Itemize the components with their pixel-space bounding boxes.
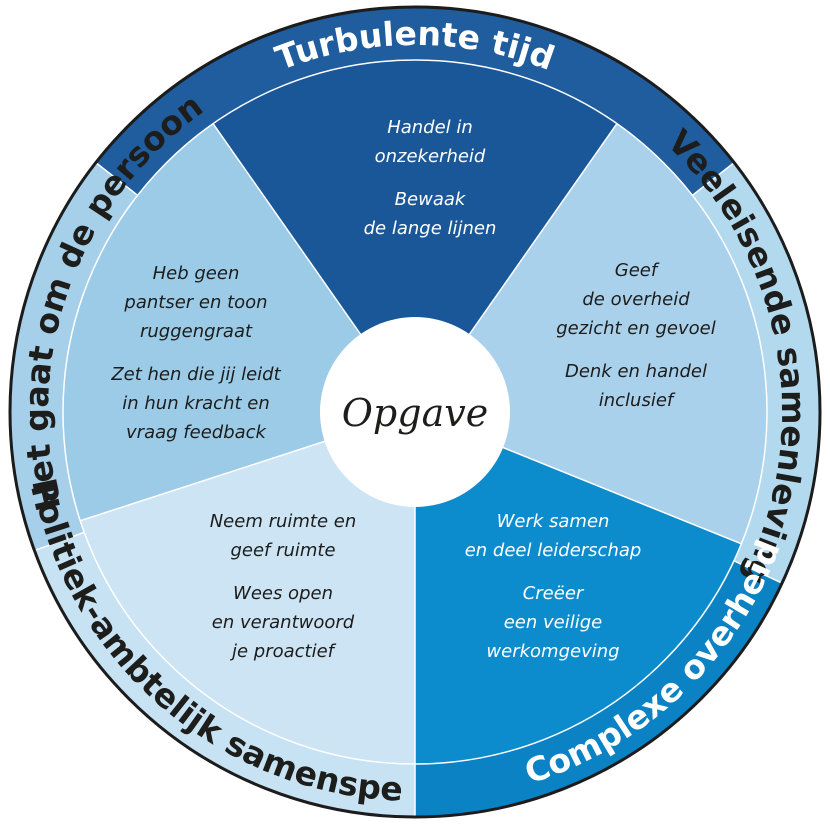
segment-text-line: inclusief <box>599 390 676 411</box>
segment-text-line: Geef <box>615 260 660 281</box>
inner-sector-top <box>213 59 617 412</box>
segment-text-line: en deel leiderschap <box>465 540 642 561</box>
outer-sector-left <box>10 163 138 551</box>
wheel-outline <box>8 5 822 819</box>
segment-text-line: een veilige <box>504 612 603 633</box>
segment-text-line: pantser en toon <box>123 292 267 313</box>
segment-text-line: Heb geen <box>153 263 240 284</box>
segment-text-line: Bewaak <box>395 189 467 210</box>
segment-text-line: de overheid <box>582 289 690 310</box>
segment-text-line: Neem ruimte en <box>210 511 357 532</box>
segment-text-line: Zet hen die jij leidt <box>110 364 281 385</box>
segment-text-line: geef ruimte <box>230 540 335 561</box>
inner-sector-bottom-left <box>80 412 416 764</box>
segment-text-line: Wees open <box>233 583 333 604</box>
outer-sector-right <box>692 163 820 583</box>
center-label: Opgave <box>342 391 488 435</box>
inner-sector-bottom-right <box>415 412 742 764</box>
outer-ring <box>10 8 820 816</box>
segment-text-line: onzekerheid <box>375 146 486 167</box>
segment-text-line: gezicht en gevoel <box>556 318 715 339</box>
center-circle <box>320 317 510 507</box>
separator-line <box>35 531 85 551</box>
segment-text-line: werkomgeving <box>486 641 619 662</box>
segment-text-line: Werk samen <box>497 511 610 532</box>
segment-text-line: in hun kracht en <box>122 393 270 414</box>
separator-line <box>96 162 139 196</box>
segment-text-line: de lange lijnen <box>364 218 497 239</box>
separator-line <box>733 560 782 584</box>
segment-text-line: Creëer <box>523 583 585 604</box>
segment-text-line: je proactief <box>229 641 337 662</box>
ring-divider <box>62 59 768 765</box>
segment-text-line: vraag feedback <box>126 422 268 443</box>
segment-text-line: Handel in <box>387 117 473 138</box>
segment-text-line: ruggengraat <box>140 321 253 342</box>
segment-text-line: Denk en handel <box>565 361 707 382</box>
outer-sector-bottom-left <box>35 532 415 816</box>
separator-line <box>691 162 734 196</box>
segment-text-line: en verantwoord <box>212 612 355 633</box>
outer-sector-top <box>96 8 734 196</box>
